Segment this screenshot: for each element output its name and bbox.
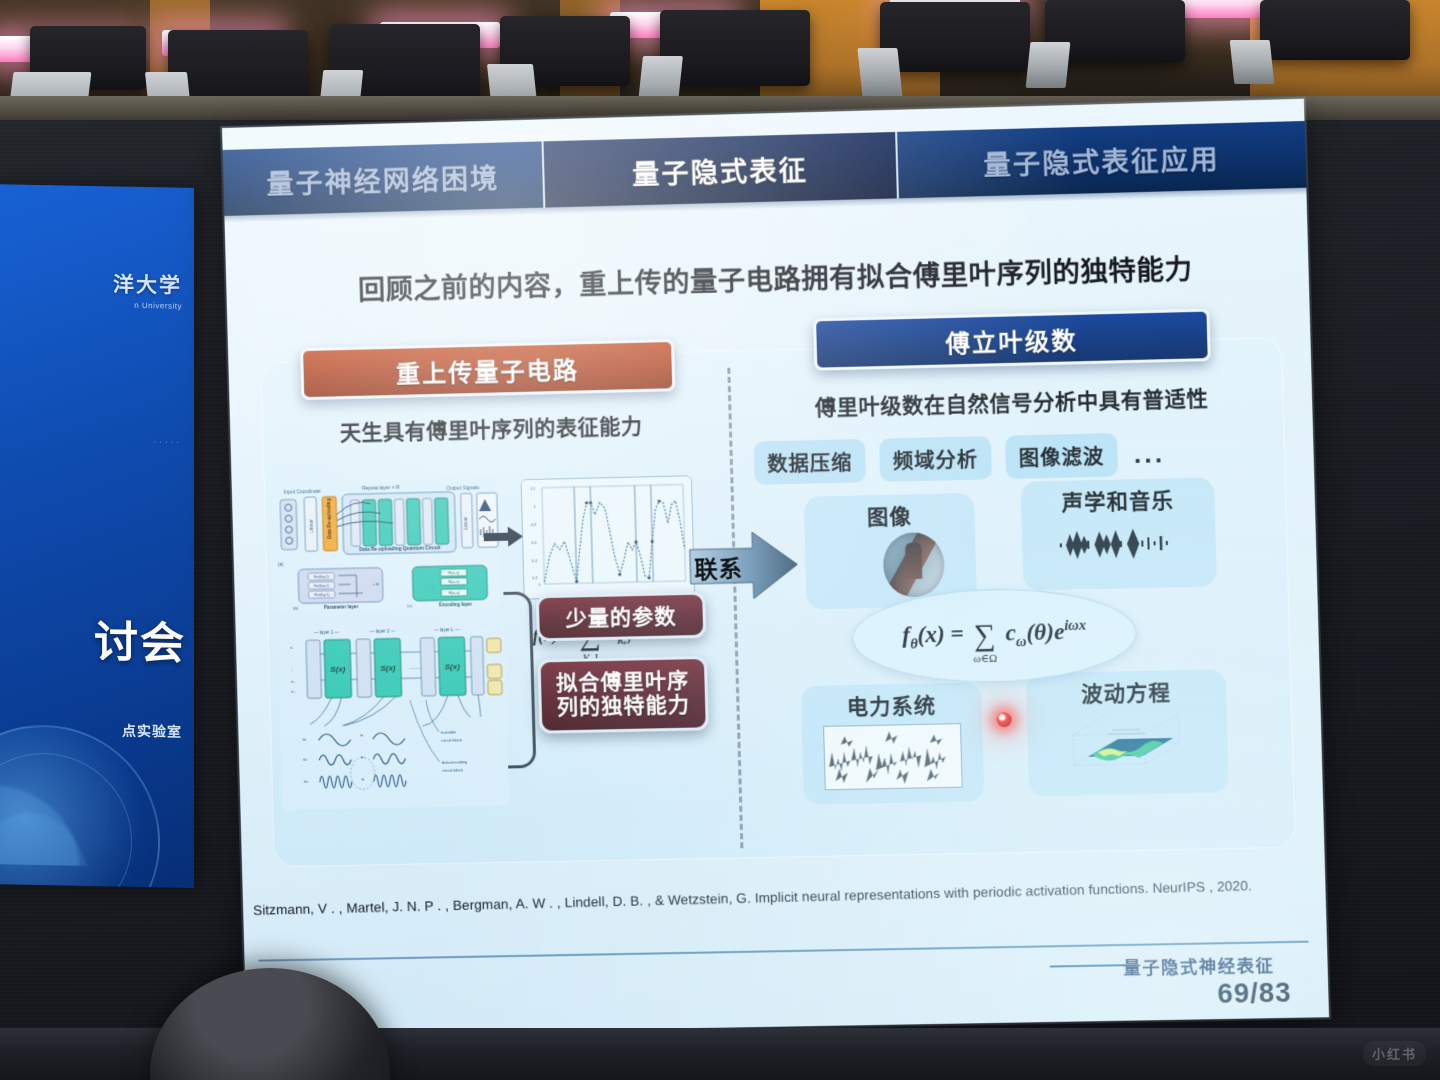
university-logo: 洋大学 n University [113,268,182,310]
slide-page-number: 69/83 [1217,977,1292,1010]
svg-text:R(ω₂x): R(ω₂x) [448,580,459,584]
waveform-plot-svg: 1.21 0.80.6 0.40.2 0 [522,476,696,599]
quantum-circuit-svg: Input Coordinate Repeat layer × R Output… [270,477,502,612]
ceiling-baffle [880,2,1030,72]
banner-decor-dots: ····· [154,437,182,447]
slide-footer-label: 量子隐式神经表征 [1123,951,1275,979]
svg-text:R(ωₙx): R(ωₙx) [449,591,460,595]
footer-accent-line [1050,964,1125,967]
svg-text:circuit block: circuit block [441,737,462,742]
banner-event-title: 讨会 [94,606,186,672]
svg-text:Parameter layer: Parameter layer [324,604,359,610]
audio-waveform-icon [1057,523,1180,566]
right-formula-sum: ∑ω∈Ω [973,618,996,653]
card-power-system: 电力系统 [801,682,985,804]
photo-thumbnail-icon [882,532,945,598]
card-image-title: 图像 [804,499,975,533]
svg-text:— layer L —: — layer L — [434,627,460,633]
connection-arrow-label: 联系 [694,550,743,585]
siren-layers-figure: — layer 1 — — layer 2 — — layer L — [277,620,509,810]
card-power-title: 电力系统 [801,688,982,722]
right-panel-formula: fθ(x) = ∑ω∈Ω cω(θ)eiωx [902,617,1087,655]
svg-text:xₙ: xₙ [291,679,295,684]
svg-text:xₙ: xₙ [291,689,295,694]
svg-text:⋮: ⋮ [431,584,435,589]
svg-text:=: = [360,733,363,739]
event-banner: 洋大学 n University ····· 讨会 点实验室 [0,184,194,888]
tab-quantum-nn-dilemma[interactable]: 量子神经网络困境 [223,141,546,216]
citation-text: Sitzmann, V . , Martel, J. N. P . , Berg… [253,877,1315,918]
callout-line-2: 列的独特能力 [557,693,691,719]
card-wave-title: 波动方程 [1026,675,1227,709]
right-panel-header: 傅立叶级数 [813,309,1211,371]
svg-text:circuit block: circuit block [442,767,463,772]
svg-text:Linear: Linear [463,516,468,529]
svg-text:(b): (b) [293,605,299,610]
callout-fourier-capability: 拟合傅里叶序 列的独特能力 [537,656,708,734]
svg-text:× R: × R [373,582,380,587]
svg-text:0.8: 0.8 [531,522,537,527]
power-signal-plot-icon [823,723,963,790]
tab-quantum-implicit-representation[interactable]: 量子隐式表征 [544,132,899,208]
svg-text:— layer 2 —: — layer 2 — [370,628,396,634]
callout-few-parameters: 少量的参数 [536,592,707,642]
svg-text:ω₂: ω₂ [303,756,308,761]
tag-image-filtering[interactable]: 图像滤波 [1005,433,1118,479]
card-wave-equation: 波动方程 [1026,669,1229,796]
wave-surface-3d-icon [1062,712,1192,781]
ceiling-baffle [1260,0,1410,60]
svg-text:S(x): S(x) [330,665,346,674]
tab-quantum-implicit-applications[interactable]: 量子隐式表征应用 [897,121,1306,198]
svg-text:⋮: ⋮ [291,667,295,672]
svg-text:⋯⋯: ⋯⋯ [409,666,421,672]
svg-text:(c): (c) [407,603,413,608]
university-name-en: n University [113,300,182,310]
svg-text:S(x): S(x) [380,664,396,673]
callout-line-1: 拟合傅里叶序 [556,669,690,695]
svg-text:ω₃: ω₃ [304,778,309,783]
card-acoustics-music: 声学和音乐 [1020,477,1217,590]
svg-text:Output Signals: Output Signals [446,485,480,492]
circuit-to-plot-arrow [484,525,525,548]
connection-arrow: 联系 [687,529,802,602]
card-audio-title: 声学和音乐 [1021,483,1215,518]
svg-text:ω₁: ω₁ [303,736,308,741]
svg-text:Linear: Linear [309,519,315,533]
svg-text:S(x): S(x) [444,662,460,671]
university-name-cn: 洋大学 [113,268,182,299]
tag-more-ellipsis: ... [1133,438,1165,470]
svg-text:Encoding layer: Encoding layer [439,602,472,608]
tag-frequency-analysis[interactable]: 频域分析 [879,436,992,482]
svg-text:trainable: trainable [441,729,457,734]
quantum-circuit-figure: Input Coordinate Repeat layer × R Output… [270,477,502,612]
svg-text:(a): (a) [278,562,284,567]
callout-brace [503,591,536,768]
svg-text:0.6: 0.6 [531,540,537,545]
svg-text:0.4: 0.4 [532,558,538,563]
siren-layers-svg: — layer 1 — — layer 2 — — layer L — [277,620,509,810]
svg-text:— layer 1 —: — layer 1 — [314,630,340,636]
svg-text:0.2: 0.2 [532,575,538,580]
projection-screen: 量子神经网络困境 量子隐式表征 量子隐式表征应用 回顾之前的内容，重上传的量子电… [222,99,1329,1036]
svg-text:=: = [361,755,364,761]
left-panel-header: 重上传量子电路 [300,339,675,400]
svg-text:Rot(θ,φ,λ): Rot(θ,φ,λ) [314,584,329,588]
svg-text:data-encoding: data-encoding [442,759,468,765]
svg-text:Rot(θ,φ,λ): Rot(θ,φ,λ) [314,575,329,579]
svg-text:=: = [361,777,364,783]
svg-text:Input Coordinate: Input Coordinate [284,489,321,496]
slide-headline: 回顾之前的内容，重上传的量子电路拥有拟合傅里叶序列的独特能力 [330,247,1221,309]
svg-text:1.2: 1.2 [530,486,536,491]
svg-text:Repeat layer × R: Repeat layer × R [362,485,400,492]
tag-data-compression[interactable]: 数据压缩 [754,439,867,485]
fourier-waveform-plot: 1.21 0.80.6 0.40.2 0 [520,475,695,599]
ceiling-baffle [660,10,810,86]
svg-text:Rot(θ,φ,λ): Rot(θ,φ,λ) [314,593,329,597]
svg-text:R(ω₁x): R(ω₁x) [448,571,459,575]
app-watermark: 小红书 [1363,1041,1426,1066]
